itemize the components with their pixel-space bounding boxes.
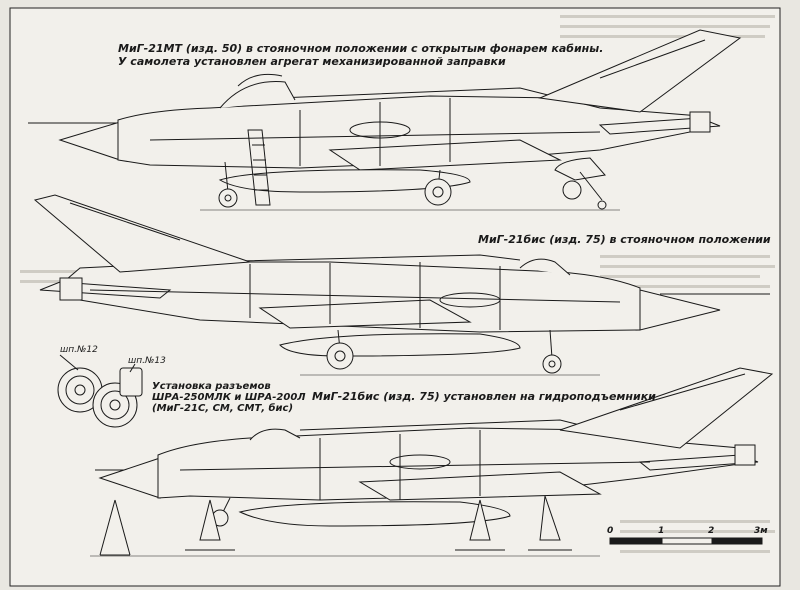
caption-mig21bis-parked: МиГ-21бис (изд. 75) в стояночном положен… [478, 233, 771, 246]
bleed-through-text [20, 15, 775, 553]
mig21bis-parked-side-view [33, 194, 770, 376]
connector-detail [57, 354, 143, 428]
caption-mig21mt-line1: МиГ-21МТ (изд. 50) в стояночном положени… [118, 42, 604, 55]
mig21bis-on-jacks-side-view [90, 367, 774, 557]
scale-tick-3: 3м [754, 526, 768, 536]
connector-label-12: шп.№12 [60, 345, 98, 355]
scale-tick-1: 1 [658, 526, 665, 536]
caption-connectors-line2: ШРА-250МЛК и ШРА-200Л [152, 392, 306, 403]
caption-connectors-line3: (МиГ-21С, СМ, СМТ, бис) [152, 403, 294, 414]
connector-label-13: шп.№13 [128, 356, 166, 366]
caption-mig21mt-line2: У самолета установлен агрегат механизиро… [118, 55, 506, 68]
scale-tick-2: 2 [708, 526, 715, 536]
scale-tick-0: 0 [607, 526, 614, 536]
caption-mig21mt: МиГ-21МТ (изд. 50) в стояночном положени… [118, 42, 603, 68]
caption-connectors: Установка разъемов ШРА-250МЛК и ШРА-200Л… [152, 381, 306, 414]
caption-mig21bis-jacks: МиГ-21бис (изд. 75) установлен на гидроп… [312, 390, 656, 403]
scale-bar [609, 537, 763, 545]
mig21mt-side-view [28, 29, 742, 211]
caption-connectors-line1: Установка разъемов [152, 381, 271, 392]
